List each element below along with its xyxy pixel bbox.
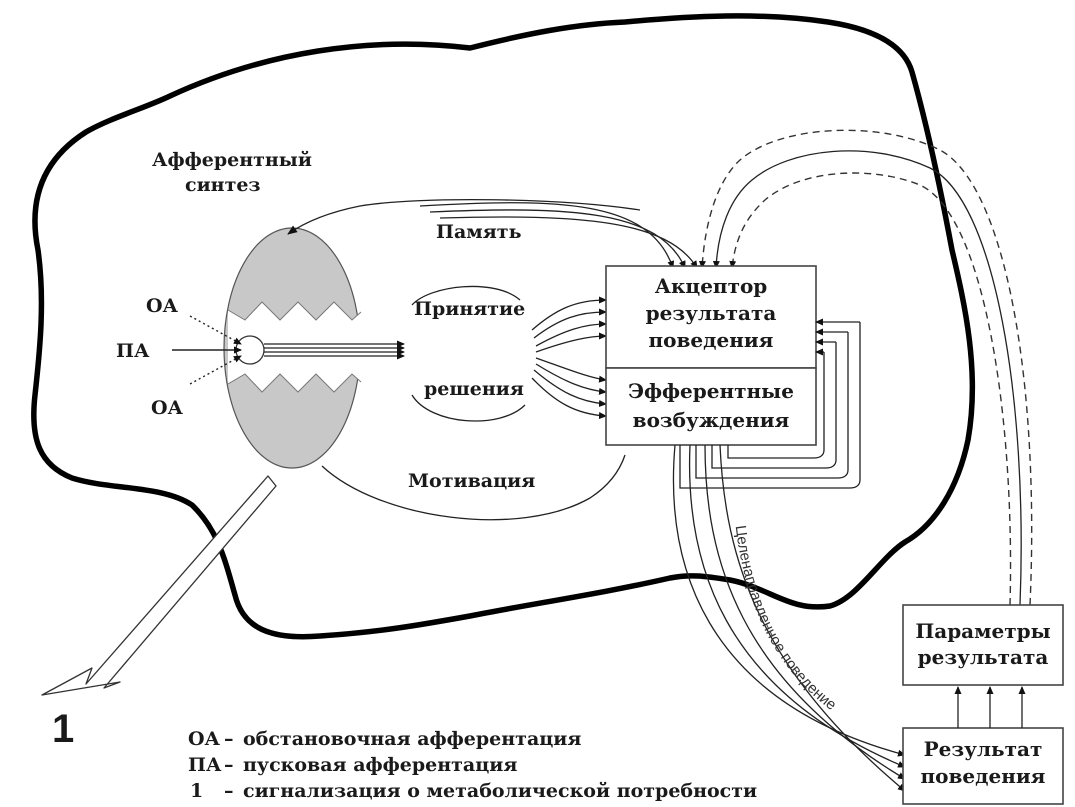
need-signal-arrow (41, 475, 277, 696)
result-label-2: поведения (921, 764, 1046, 788)
legend-text-1: сигнализация о метаболической потребност… (243, 780, 757, 802)
decision-to-efferent-arrows (531, 357, 607, 420)
decision-to-acceptor-arrows (531, 296, 607, 353)
brain-outline (31, 13, 976, 640)
memory-curve (287, 198, 641, 235)
purposeful-behavior-label: Целенаправленное поведение (732, 524, 840, 713)
memory-label: Память (436, 221, 522, 243)
feedback-dashed-curves (698, 129, 1033, 606)
decision-label-1: Принятие (414, 298, 525, 320)
afferent-synthesis-label-1: Афферентный (152, 149, 312, 171)
motivation-curve (321, 454, 626, 521)
legend-sep-1: – (224, 780, 234, 802)
parameters-box (902, 604, 1064, 686)
decision-arc-top (411, 285, 521, 306)
acceptor-label-2: результата (646, 301, 777, 325)
legend-text-oa: обстановочная афферентация (243, 728, 581, 750)
efferent-label-1: Эфферентные (628, 379, 794, 403)
result-label-1: Результат (924, 737, 1043, 761)
legend: ОА – обстановочная афферентация ПА – пус… (188, 728, 757, 802)
acceptor-label-1: Акцептор (655, 274, 768, 298)
decision-label-2: решения (424, 378, 524, 400)
efferent-to-result-curves (672, 444, 906, 792)
need-signal-marker: 1 (52, 707, 74, 751)
legend-text-pa: пусковая афферентация (243, 754, 517, 776)
parameters-label-1: Параметры (915, 619, 1050, 643)
result-to-parameters-arrows (954, 686, 1026, 728)
efferent-box (605, 367, 817, 446)
efferent-label-2: возбуждения (633, 408, 790, 432)
result-box (902, 727, 1064, 805)
decision-arc-bottom (411, 394, 526, 422)
synthesis-to-decision-bundle (264, 340, 405, 360)
oa-top-label: ОА (146, 295, 179, 317)
memory-to-acceptor-arrows (419, 202, 698, 269)
legend-sep-pa: – (224, 754, 234, 776)
legend-key-pa: ПА (188, 754, 222, 776)
efferent-return-loops (679, 318, 861, 489)
acceptor-label-3: поведения (649, 328, 774, 352)
oa-bottom-label: ОА (151, 397, 184, 419)
parameters-label-2: результата (918, 645, 1049, 669)
legend-key-1: 1 (190, 780, 203, 802)
legend-sep-oa: – (224, 728, 234, 750)
legend-key-oa: ОА (188, 728, 221, 750)
pa-label: ПА (116, 340, 150, 362)
acceptor-box (605, 265, 817, 369)
motivation-label: Мотивация (408, 470, 535, 492)
afferent-synthesis-label-2: синтез (185, 174, 261, 196)
